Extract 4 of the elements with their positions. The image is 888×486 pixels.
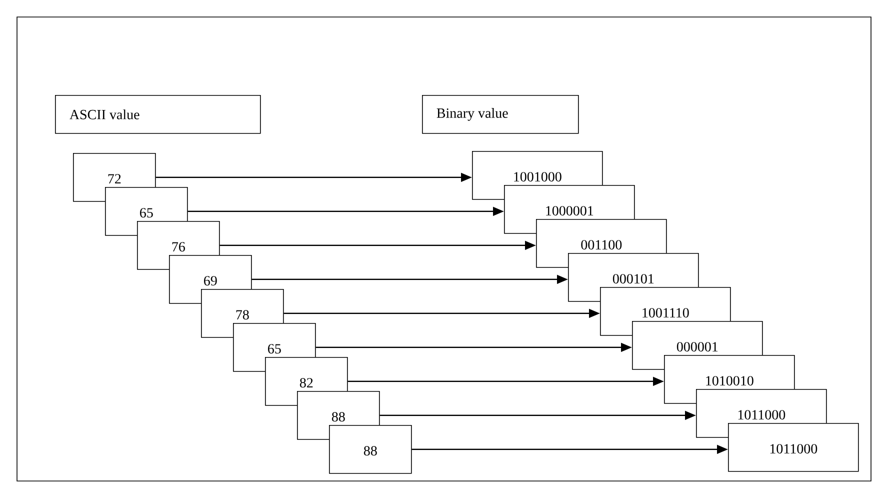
binary-value-box: 1011000 xyxy=(728,422,859,472)
column-heading-box: ASCII value xyxy=(55,95,261,134)
ascii-value-box: 88 xyxy=(329,424,412,474)
column-heading-box: Binary value xyxy=(422,95,579,134)
